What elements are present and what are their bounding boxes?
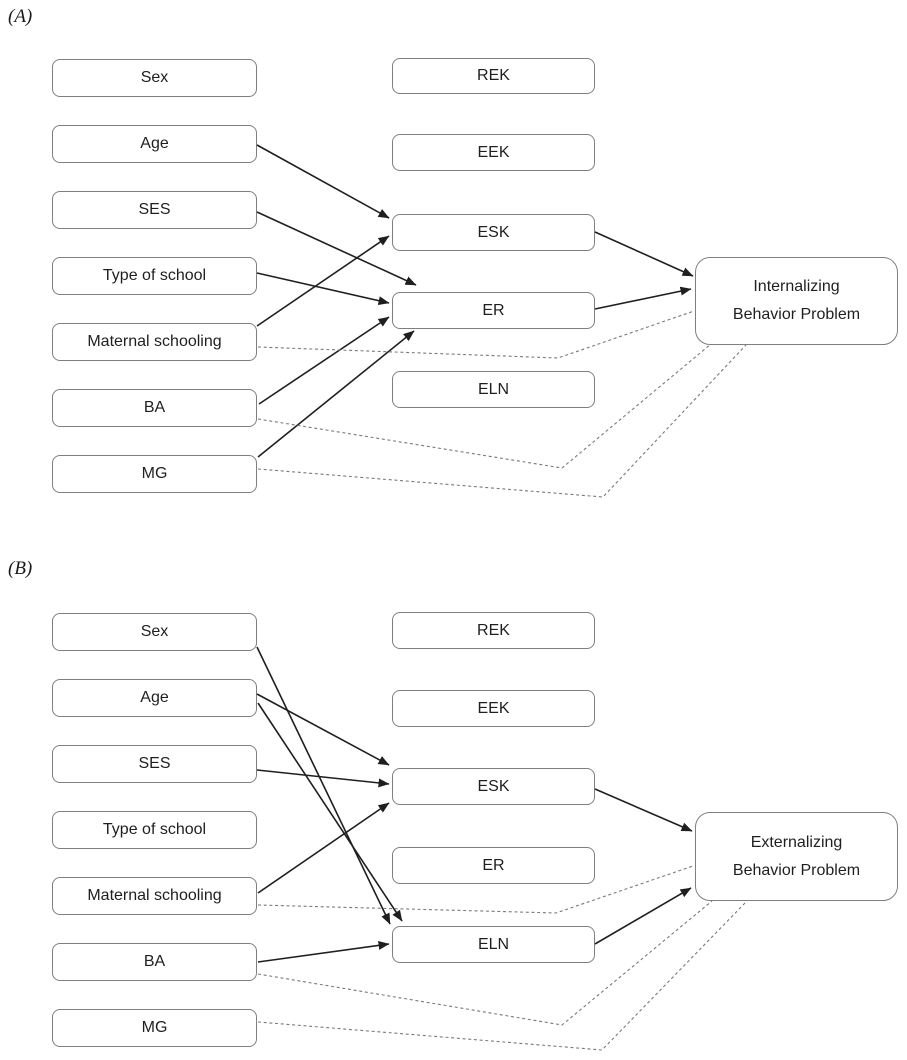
node-er-b: ER: [392, 847, 595, 884]
node-sex-a: Sex: [52, 59, 257, 97]
edge-mg-to-externalizing-behavior-problem-b: [257, 901, 747, 1051]
node-rek-a: REK: [392, 58, 595, 94]
edge-maternal-schooling-to-esk-b: [257, 802, 390, 894]
edge-mg-to-er-a: [257, 330, 415, 458]
node-er-a: ER: [392, 292, 595, 329]
edge-age-to-eln-b: [257, 702, 403, 922]
outcome-b-line1: Externalizing: [750, 833, 843, 851]
edge-maternal-schooling-to-esk-a: [256, 235, 390, 327]
node-ses-a: SES: [52, 191, 257, 229]
edge-sex-to-eln-b: [256, 646, 391, 925]
outcome-b-line2: Behavior Problem: [732, 861, 861, 879]
node-maternal-schooling-a: Maternal schooling: [52, 323, 257, 361]
edge-ba-to-er-a: [258, 316, 390, 405]
edge-age-to-esk-b: [256, 693, 390, 766]
edge-age-to-esk-a: [256, 144, 390, 219]
node-ba-a: BA: [52, 389, 257, 427]
edge-esk-to-internalizing-behavior-problem-a: [594, 231, 694, 277]
edge-ba-to-externalizing-behavior-problem-b: [257, 900, 713, 1026]
edge-eln-to-externalizing-behavior-problem-b: [594, 887, 692, 945]
outcome-a-line1: Internalizing: [753, 278, 840, 295]
edge-type-of-school-to-er-a: [256, 272, 390, 306]
node-ses-b: SES: [52, 745, 257, 783]
node-internalizing-behavior-problem: Internalizing Behavior Problem: [695, 257, 898, 345]
node-type-of-school-b: Type of school: [52, 811, 257, 849]
node-maternal-schooling-b: Maternal schooling: [52, 877, 257, 915]
node-type-of-school-a: Type of school: [52, 257, 257, 295]
node-age-a: Age: [52, 125, 257, 163]
node-esk-b: ESK: [392, 768, 595, 805]
node-mg-a: MG: [52, 455, 257, 493]
edge-esk-to-externalizing-behavior-problem-b: [594, 788, 693, 832]
node-eek-b: EEK: [392, 690, 595, 727]
panel-a-label: (A): [8, 6, 33, 27]
node-eek-a: EEK: [392, 134, 595, 171]
node-ba-b: BA: [52, 943, 257, 981]
node-mg-b: MG: [52, 1009, 257, 1047]
edge-mg-to-internalizing-behavior-problem-a: [257, 344, 747, 498]
panel-b-label: (B): [8, 558, 33, 579]
edge-er-to-internalizing-behavior-problem-a: [594, 286, 692, 310]
edge-ba-to-eln-b: [257, 940, 390, 963]
node-rek-b: REK: [392, 612, 595, 649]
node-eln-b: ELN: [392, 926, 595, 963]
node-sex-b: Sex: [52, 613, 257, 651]
outcome-a-line2: Behavior Problem: [732, 306, 861, 323]
node-externalizing-behavior-problem: Externalizing Behavior Problem: [695, 812, 898, 901]
edge-ses-to-esk-b: [256, 769, 390, 788]
node-esk-a: ESK: [392, 214, 595, 251]
node-age-b: Age: [52, 679, 257, 717]
node-eln-a: ELN: [392, 371, 595, 408]
